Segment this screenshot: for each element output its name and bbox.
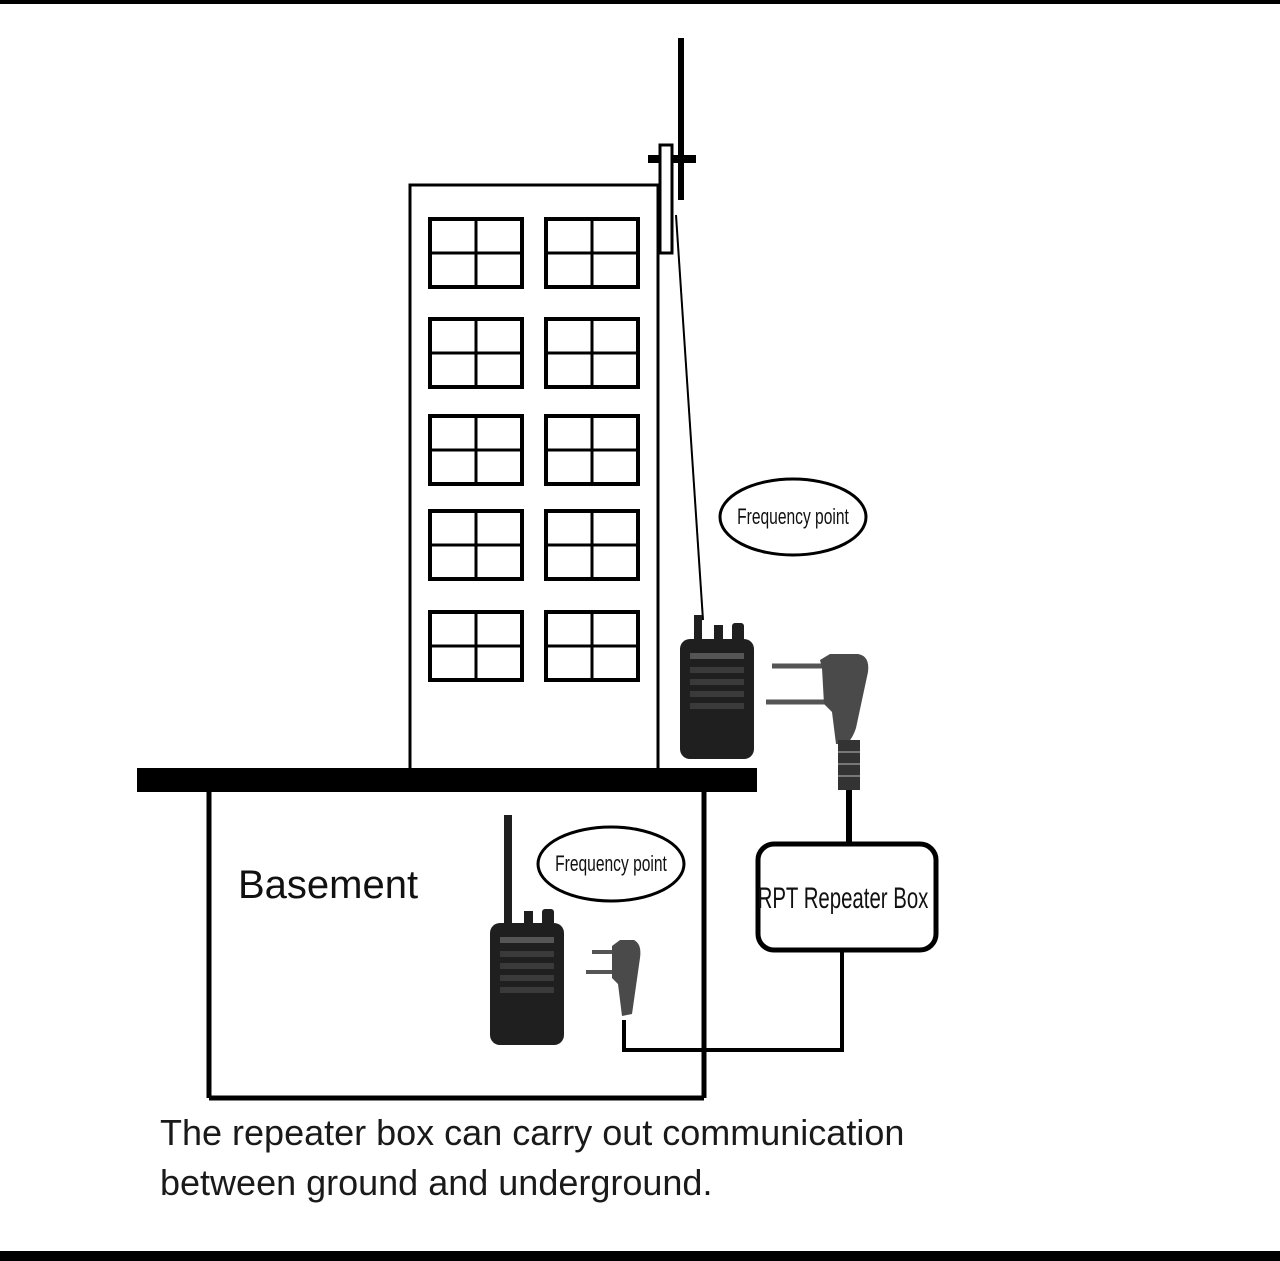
antenna-cable bbox=[675, 214, 704, 621]
building-window bbox=[544, 610, 640, 682]
building-window bbox=[428, 414, 524, 486]
repeater-box bbox=[755, 841, 939, 953]
building-windows bbox=[428, 217, 640, 682]
bottom-border bbox=[0, 1251, 1280, 1261]
building-window bbox=[428, 509, 524, 581]
building-window bbox=[544, 217, 640, 289]
building-window bbox=[428, 610, 524, 682]
building-window bbox=[428, 317, 524, 389]
frequency-point-basement-ellipse bbox=[536, 825, 686, 903]
frequency-point-basement-label: Frequency point bbox=[555, 852, 667, 876]
repeater-box-label: RPT Repeater Box bbox=[758, 883, 929, 916]
building-window bbox=[428, 217, 524, 289]
ground-slab bbox=[137, 768, 757, 792]
basement-radio-walkie-talkie-icon bbox=[490, 815, 564, 1045]
caption-line-2: between ground and underground. bbox=[160, 1162, 713, 1203]
roof-antenna-icon bbox=[648, 38, 696, 255]
upper-radio-walkie-talkie-icon bbox=[680, 615, 754, 759]
basement-cable bbox=[622, 950, 844, 1052]
caption-line-1: The repeater box can carry out communica… bbox=[160, 1112, 905, 1153]
building-window bbox=[544, 317, 640, 389]
basement bbox=[206, 790, 707, 1101]
building-window bbox=[544, 509, 640, 581]
caption: The repeater box can carry out communica… bbox=[160, 1108, 1160, 1208]
top-border bbox=[0, 0, 1280, 4]
basement-connector-two-pin-connector-icon bbox=[586, 940, 641, 1016]
frequency-point-top-ellipse bbox=[718, 477, 868, 557]
building-window bbox=[544, 414, 640, 486]
frequency-point-top-label: Frequency point bbox=[737, 505, 849, 529]
basement-label: Basement bbox=[238, 863, 418, 907]
building bbox=[408, 183, 660, 772]
upper-connector-two-pin-connector-icon bbox=[766, 654, 869, 844]
